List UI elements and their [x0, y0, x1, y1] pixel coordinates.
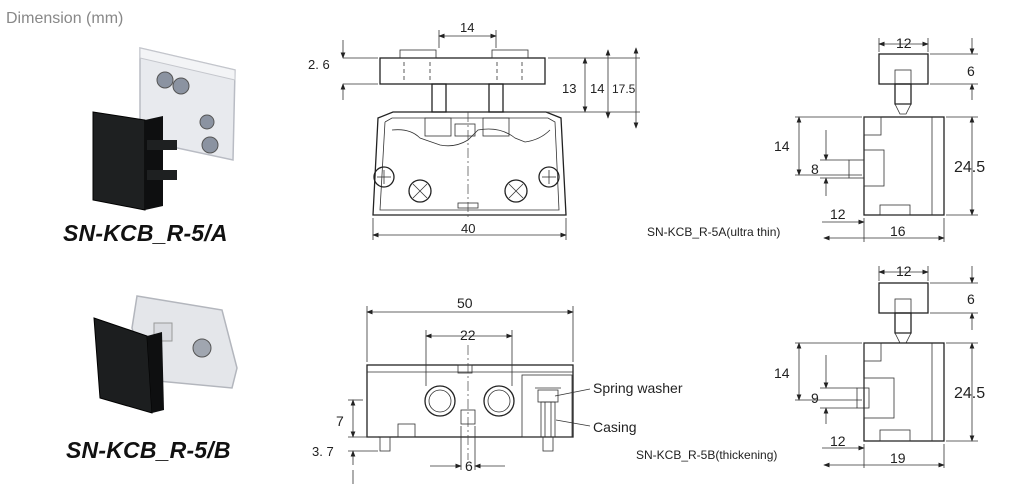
dim-a-total-h: 24.5: [954, 159, 985, 176]
dim-top-h175: 17.5: [612, 82, 636, 96]
model-name-a: SN-KCB_R-5/A: [63, 220, 228, 246]
dim-b-side-btn-width: 12: [896, 263, 912, 279]
product-photo-a: [85, 40, 245, 220]
dim-a-btn-width: 12: [896, 35, 912, 51]
label-spring-washer: Spring washer: [593, 380, 683, 396]
dim-b-side-base: 12: [830, 433, 846, 449]
dim-top-spacing: 14: [460, 20, 474, 35]
dim-b-slot: 6: [465, 458, 473, 474]
dim-b-pin: 3. 7: [312, 444, 334, 459]
dim-a-base: 12: [830, 206, 846, 222]
dim-b-side-depth: 19: [890, 450, 906, 466]
model-name-b: SN-KCB_R-5/B: [66, 437, 231, 463]
side-view-b: [795, 266, 978, 468]
side-view-a: [795, 38, 978, 242]
label-casing: Casing: [593, 419, 637, 435]
dim-b-side-body-h: 14: [774, 365, 790, 381]
dim-a-inner-h: 8: [811, 161, 819, 177]
dim-b-width: 50: [457, 295, 473, 311]
dim-top-width: 40: [461, 221, 475, 236]
dim-top-h13: 13: [562, 81, 576, 96]
dim-b-side-total-h: 24.5: [954, 385, 985, 402]
dim-a-body-h: 14: [774, 138, 790, 154]
caption-side-b: SN-KCB_R-5B(thickening): [636, 448, 777, 462]
dim-a-btn-h: 6: [967, 63, 975, 79]
dim-b-h7: 7: [336, 413, 344, 429]
dim-top-gap: 2. 6: [308, 57, 330, 72]
dim-b-side-btn-h: 6: [967, 291, 975, 307]
dim-a-depth: 16: [890, 223, 906, 239]
product-photo-b: [92, 288, 252, 428]
dim-top-h14: 14: [590, 81, 604, 96]
dimension-heading: Dimension (mm): [6, 10, 124, 27]
dim-b-spacing: 22: [460, 327, 476, 343]
front-view-a: [340, 30, 640, 240]
front-view-b: [348, 306, 591, 484]
dim-b-side-inner-h: 9: [811, 390, 819, 406]
caption-side-a: SN-KCB_R-5A(ultra thin): [647, 225, 780, 239]
